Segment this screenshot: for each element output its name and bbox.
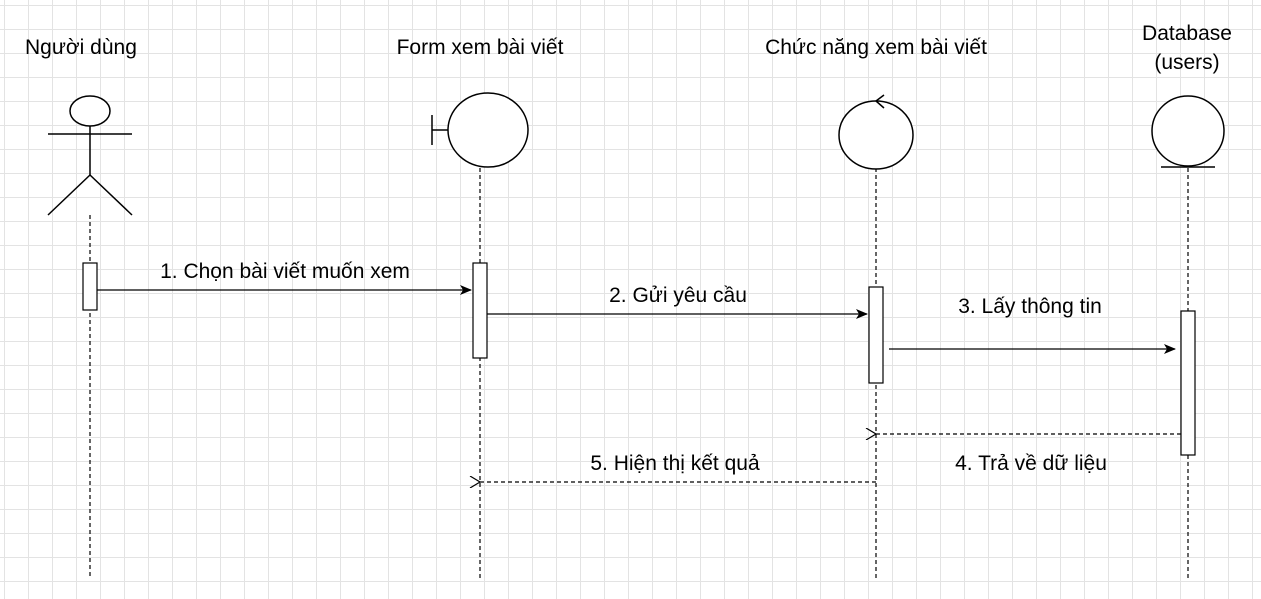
activation-user [82,262,98,311]
activation-database [1180,310,1196,456]
participant-label-user: Người dùng [25,36,137,59]
message-3-label: 3. Lấy thông tin [958,295,1102,318]
entity-icon [1151,95,1225,168]
message-4-label: 4. Trả về dữ liệu [955,452,1107,475]
message-1-label: 1. Chọn bài viết muốn xem [160,260,410,283]
message-5-label: 5. Hiện thị kết quả [590,452,760,475]
participant-label-function: Chức năng xem bài viết [765,36,987,59]
activation-form [472,262,488,359]
participant-label-database-line1: Database [1142,22,1232,45]
participant-label-database: Database (users) [1142,19,1232,77]
participant-label-database-line2: (users) [1154,51,1220,74]
activation-function [868,286,884,384]
lifelines [89,168,1189,578]
actor-icon [47,95,133,216]
message-arrows [97,285,1181,482]
participant-label-form: Form xem bài viết [396,36,564,59]
boundary-icon [431,92,529,168]
control-icon [838,94,914,170]
message-2-label: 2. Gửi yêu cầu [609,284,747,307]
activation-bars [82,262,1196,456]
